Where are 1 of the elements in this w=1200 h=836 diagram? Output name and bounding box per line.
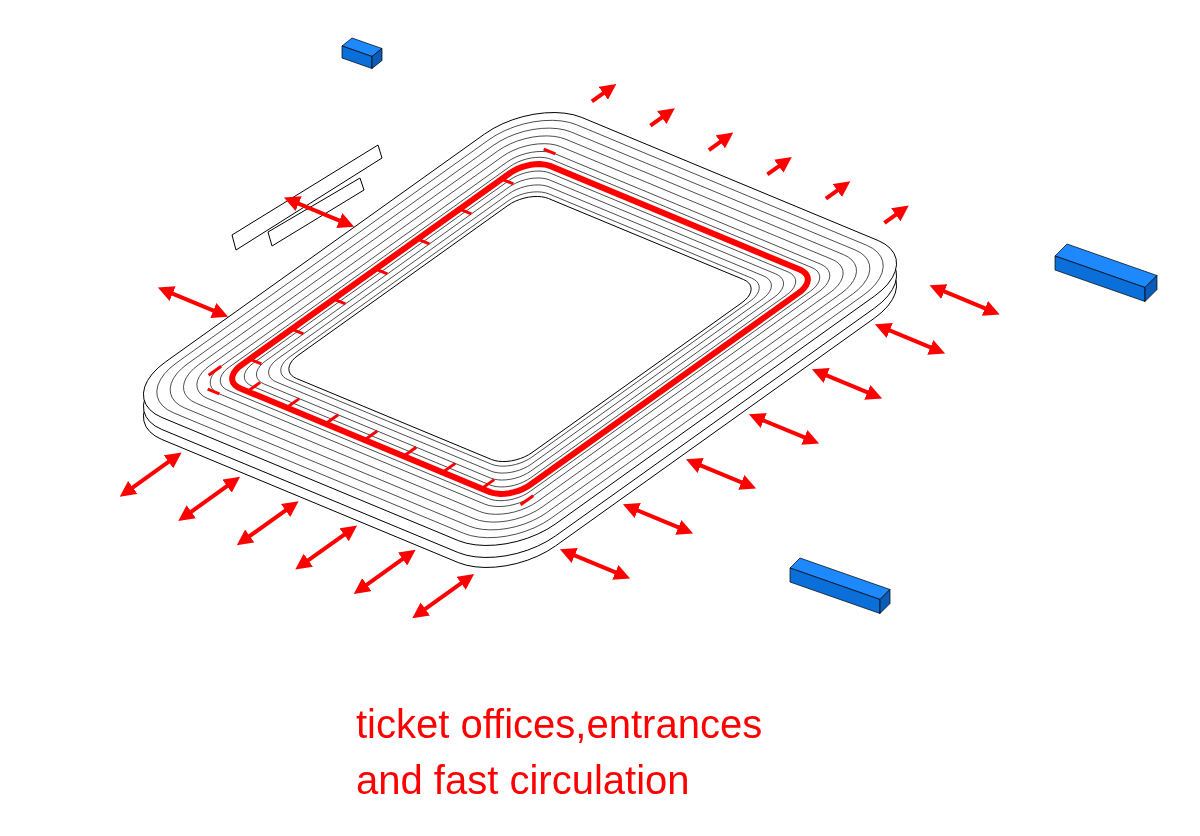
caption: ticket offices,entrances and fast circulation <box>356 701 764 804</box>
